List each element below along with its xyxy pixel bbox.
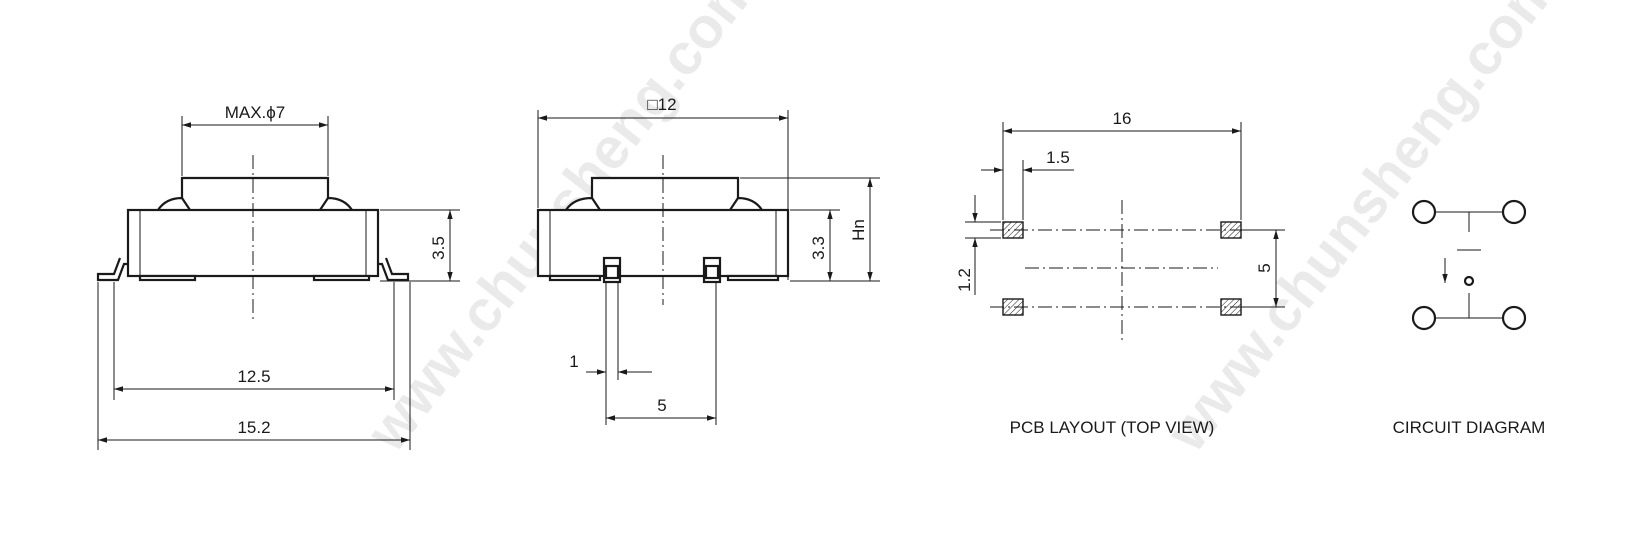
front-bump-left (565, 196, 601, 211)
side-foot-right (312, 274, 371, 282)
circuit-terminal-1 (1411, 199, 1437, 225)
circuit-terminal-3 (1411, 305, 1437, 331)
front-view: □12 3.3 Hn 1 5 (536, 95, 880, 425)
dim-side-top: MAX.ϕ7 (225, 103, 286, 122)
dim-front-pitch: 5 (657, 396, 666, 415)
circuit-terminal-4 (1501, 305, 1527, 331)
watermark-right: www.chunsheng.com (1153, 0, 1571, 464)
circuit-diagram-caption: CIRCUIT DIAGRAM (1393, 418, 1546, 437)
dim-pcb-pad-width: 1.5 (1046, 148, 1070, 167)
side-terminal-left (96, 257, 128, 282)
dim-pcb-pad-height: 1.2 (955, 268, 974, 292)
side-bump-right (319, 196, 353, 211)
dim-side-body: 12.5 (237, 367, 270, 386)
dim-side-overall: 15.2 (237, 418, 270, 437)
dim-front-top: □12 (647, 95, 676, 114)
circuit-terminal-2 (1501, 199, 1527, 225)
dim-front-total-height: Hn (849, 219, 868, 241)
side-actuator (180, 176, 330, 208)
front-body (536, 208, 790, 278)
side-foot-left (138, 274, 197, 282)
pcb-layout: 16 1.5 1.2 5 PCB LAYOUT (TOP VIEW) (955, 109, 1285, 437)
dim-pcb-pitch: 5 (1255, 263, 1274, 272)
front-bump-right (729, 196, 763, 211)
dim-front-body-height: 3.3 (809, 236, 828, 260)
dim-pcb-width: 16 (1113, 109, 1132, 128)
watermark-text-right: www.chunsheng.com (1153, 0, 1571, 464)
dim-front-pin: 1 (569, 352, 578, 371)
side-terminal-right (378, 257, 410, 282)
front-actuator (590, 176, 740, 208)
circuit-diagram: CIRCUIT DIAGRAM (1393, 199, 1546, 437)
dim-side-height: 3.5 (429, 236, 448, 260)
side-bump-left (157, 196, 191, 211)
pcb-layout-caption: PCB LAYOUT (TOP VIEW) (1010, 418, 1215, 437)
side-view: MAX.ϕ7 3.5 12.5 15.2 (96, 103, 460, 450)
side-body (126, 208, 380, 278)
